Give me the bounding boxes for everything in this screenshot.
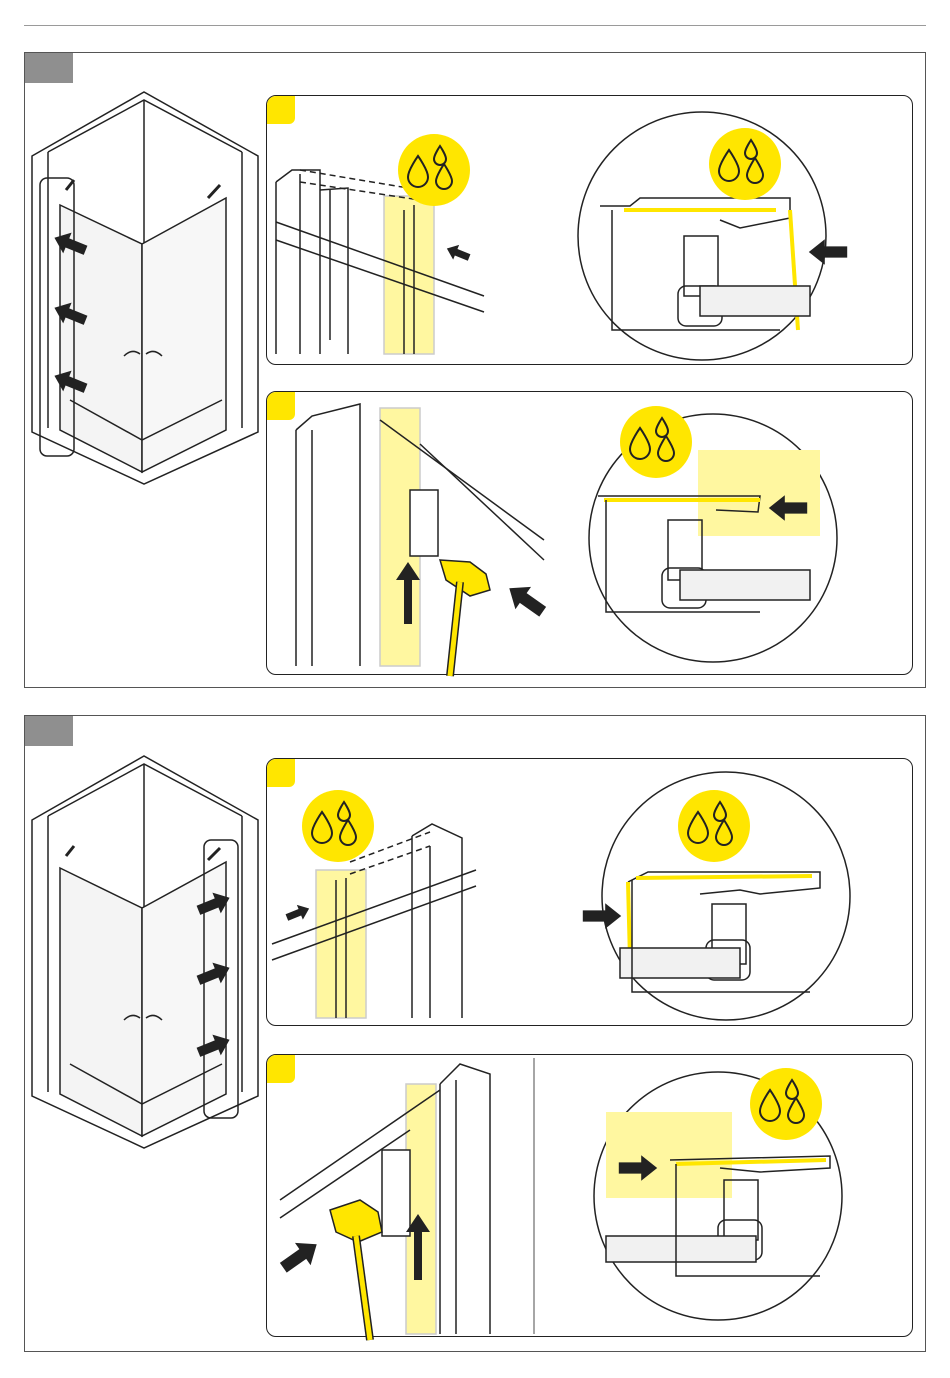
push-arrow-icon: [444, 241, 472, 265]
water-drops-icon: [709, 128, 781, 200]
push-arrow-icon: [275, 1233, 324, 1279]
water-drops-icon: [750, 1068, 822, 1140]
mallet-tapping-detail: [296, 404, 544, 676]
push-arrow-icon: [501, 577, 550, 623]
shower-enclosure-right: [32, 756, 258, 1148]
water-drops-icon: [620, 406, 692, 478]
profile-insert-detail: [272, 824, 476, 1018]
water-drops-icon: [398, 134, 470, 206]
push-arrow-icon: [284, 901, 312, 925]
shower-enclosure-left: [32, 92, 258, 484]
water-drops-icon: [678, 790, 750, 862]
mallet-tapping-detail: [280, 1058, 534, 1340]
profile-cross-section-zoom: [578, 112, 826, 360]
water-drops-icon: [302, 790, 374, 862]
